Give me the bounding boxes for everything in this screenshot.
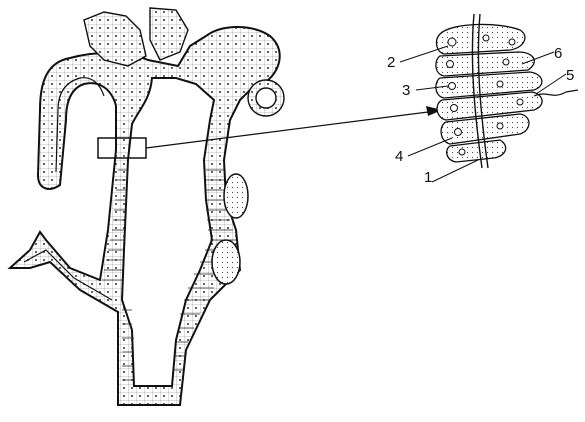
hypostome-right xyxy=(149,7,189,61)
nuclei xyxy=(446,34,524,156)
label-6: 6 xyxy=(554,45,563,62)
flagellum xyxy=(533,89,579,97)
label-1: 1 xyxy=(424,169,433,186)
gastric-cavity xyxy=(120,77,216,387)
label-3: 3 xyxy=(402,82,411,99)
mesoglea-band xyxy=(471,13,489,169)
cell-row-6 xyxy=(445,139,507,163)
tentacle-channel xyxy=(55,77,105,173)
cell-row-5 xyxy=(440,113,530,145)
testes xyxy=(211,173,249,285)
hypostome-left xyxy=(83,11,147,67)
magnify-arrow xyxy=(145,106,442,149)
hypostome xyxy=(83,7,285,117)
label-2: 2 xyxy=(387,54,396,71)
hydra-body xyxy=(7,26,281,406)
label-4: 4 xyxy=(395,148,404,165)
cell-row-3 xyxy=(435,71,543,99)
leader-lines xyxy=(399,45,567,183)
bulge-lower xyxy=(211,239,241,285)
cell-row-2 xyxy=(435,51,535,77)
arm-channel xyxy=(23,249,113,301)
cell-row-1 xyxy=(435,23,526,55)
enlarged-cells xyxy=(435,23,543,163)
label-5: 5 xyxy=(566,67,575,84)
bulge-upper xyxy=(223,173,249,219)
